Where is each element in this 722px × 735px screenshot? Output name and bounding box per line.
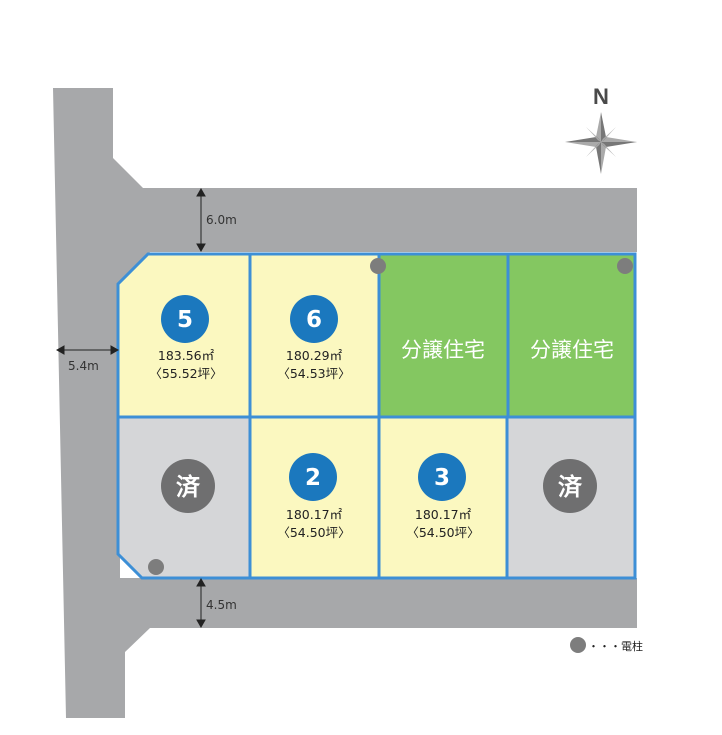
sold-badge-icon: [161, 459, 215, 513]
lot-labels: 183.56㎡ 〈55.52坪〉 180.29㎡ 〈54.53坪〉 180.17…: [149, 338, 614, 540]
north-label: N: [593, 84, 609, 109]
lot-5-area-tsubo: 〈55.52坪〉: [149, 366, 222, 381]
lot-5-area-m2: 183.56㎡: [158, 348, 215, 363]
lot-sold-b-label: 済: [558, 473, 583, 501]
road-west-width: 5.4m: [68, 359, 99, 373]
lot-badges: 5 6 2 3 済 済: [161, 295, 597, 513]
lot-house-a[interactable]: [377, 252, 510, 419]
utility-pole-icon: [370, 258, 386, 274]
compass-rose-icon: [565, 112, 637, 174]
lot-3-badge-icon: [418, 453, 466, 501]
lot-2-number: 2: [305, 465, 321, 491]
lot-2-badge-icon: [289, 453, 337, 501]
lot-5-number: 5: [177, 307, 193, 333]
lot-sold-a-label: 済: [176, 473, 201, 501]
lot-house-a-label: 分譲住宅: [401, 338, 485, 362]
utility-pole-legend-icon: [570, 637, 586, 653]
road-north-width: 6.0m: [206, 213, 237, 227]
utility-pole-icon: [148, 559, 164, 575]
dimensions: [55, 187, 206, 629]
lot-6-area-m2: 180.29㎡: [286, 348, 343, 363]
lot-3-area-m2: 180.17㎡: [415, 507, 472, 522]
lot-house-b[interactable]: [506, 252, 637, 419]
lot-6-number: 6: [306, 307, 322, 333]
legend-text: ・・・電柱: [588, 639, 643, 653]
lot-3-number: 3: [434, 465, 450, 491]
lot-2-area-m2: 180.17㎡: [286, 507, 343, 522]
utility-poles: [148, 258, 633, 575]
utility-pole-icon: [617, 258, 633, 274]
legend: ・・・電柱: [570, 637, 643, 653]
road-south-width: 4.5m: [206, 598, 237, 612]
lot-6-area-tsubo: 〈54.53坪〉: [277, 366, 350, 381]
lot-6-badge-icon: [290, 295, 338, 343]
lot-2-area-tsubo: 〈54.50坪〉: [277, 525, 350, 540]
lot-house-b-label: 分譲住宅: [530, 338, 614, 362]
lot-3-area-tsubo: 〈54.50坪〉: [406, 525, 479, 540]
lot-5-badge-icon: [161, 295, 209, 343]
sold-badge-icon: [543, 459, 597, 513]
lots: [116, 252, 637, 580]
